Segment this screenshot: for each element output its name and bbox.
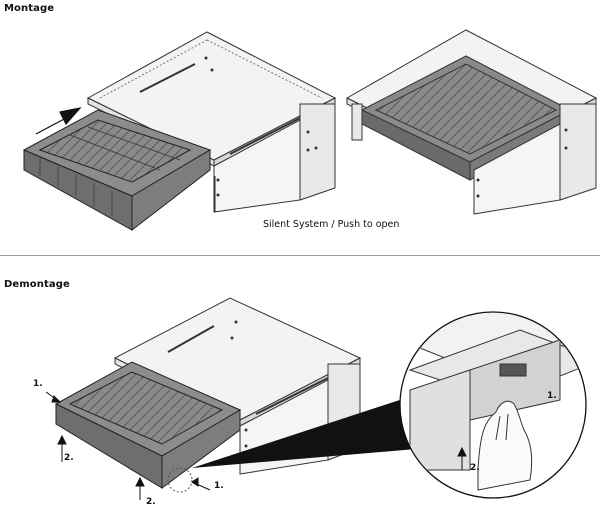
montage-heading: Montage bbox=[4, 3, 55, 14]
detail-view bbox=[399, 311, 587, 499]
drawer-runner bbox=[229, 117, 301, 155]
section-divider bbox=[0, 255, 600, 256]
step-label-left-2: 2. bbox=[64, 453, 74, 463]
detail-marker-circle bbox=[167, 467, 193, 493]
insert-arrow bbox=[35, 107, 82, 135]
step-label-detail-1: 1. bbox=[547, 391, 557, 401]
demontage-heading: Demontage bbox=[4, 279, 70, 290]
hand-icon bbox=[477, 400, 533, 491]
step-label-detail-2: 2. bbox=[470, 463, 480, 473]
step-label-bottom-2: 2. bbox=[146, 497, 156, 507]
montage-installed-scene bbox=[345, 29, 598, 215]
step-arrows bbox=[45, 391, 211, 500]
magnification-wedge bbox=[192, 394, 428, 468]
push-to-open-caption: Silent System / Push to open bbox=[263, 219, 400, 230]
step-label-left-1: 1. bbox=[33, 379, 43, 389]
montage-tray bbox=[22, 109, 212, 232]
release-latch bbox=[499, 363, 527, 377]
step-label-right-1: 1. bbox=[214, 481, 224, 491]
